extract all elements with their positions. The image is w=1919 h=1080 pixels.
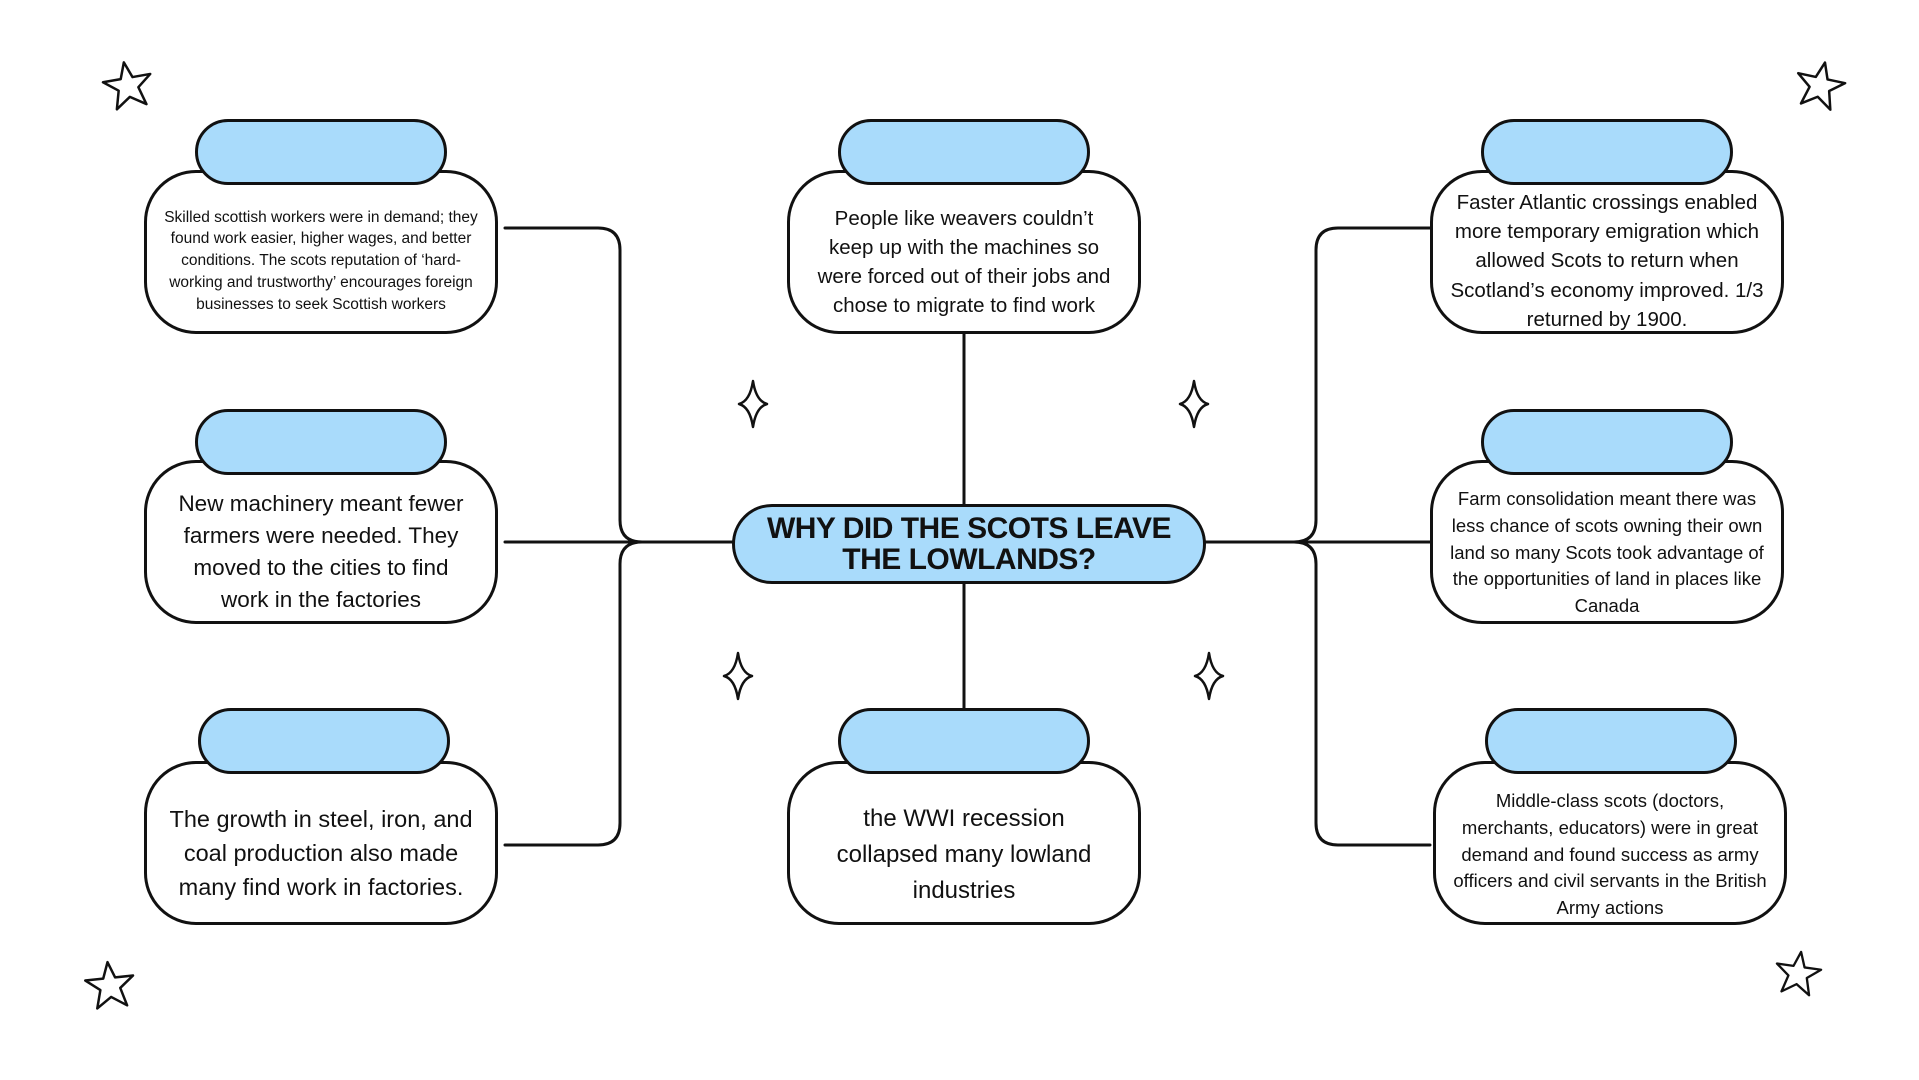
star-outline-icon: [1775, 950, 1823, 997]
card-text-top-right: Faster Atlantic crossings enabled more t…: [1450, 191, 1764, 331]
connector-top-right: [1196, 226, 1432, 544]
sparkle-icon: [1178, 379, 1210, 429]
card-bottom-left: The growth in steel, iron, and coal prod…: [144, 761, 498, 925]
connector-top-left: [503, 226, 742, 544]
card-tab-top-center: [838, 119, 1090, 185]
sparkle-icon: [737, 379, 769, 429]
card-text-middle-right: Farm consolidation meant there was less …: [1450, 487, 1764, 617]
card-text-bottom-center: the WWI recession collapsed many lowland…: [836, 805, 1092, 904]
card-tab-bottom-left: [198, 708, 450, 774]
card-tab-bottom-right: [1485, 708, 1737, 774]
star-outline-icon: [84, 960, 135, 1010]
card-tab-middle-right: [1481, 409, 1733, 475]
card-middle-left: New machinery meant fewer farmers were n…: [144, 460, 498, 624]
card-tab-bottom-center: [838, 708, 1090, 774]
sparkle-icon: [722, 651, 754, 701]
card-top-left: Skilled scottish workers were in demand;…: [144, 170, 498, 334]
card-text-bottom-right: Middle-class scots (doctors, merchants, …: [1453, 789, 1767, 919]
card-middle-right: Farm consolidation meant there was less …: [1430, 460, 1784, 624]
card-bottom-center: the WWI recession collapsed many lowland…: [787, 761, 1141, 925]
card-text-top-left: Skilled scottish workers were in demand;…: [164, 208, 478, 313]
card-tab-top-left: [195, 119, 447, 185]
star-outline-icon: [1796, 61, 1847, 111]
connector-bottom-right: [1196, 540, 1432, 847]
card-text-top-center: People like weavers couldn’t keep up wit…: [817, 206, 1111, 318]
central-question: WHY DID THE SCOTS LEAVE THE LOWLANDS?: [732, 504, 1206, 584]
card-text-middle-left: New machinery meant fewer farmers were n…: [178, 491, 464, 612]
card-top-center: People like weavers couldn’t keep up wit…: [787, 170, 1141, 334]
card-tab-top-right: [1481, 119, 1733, 185]
sparkle-icon: [1193, 651, 1225, 701]
card-top-right: Faster Atlantic crossings enabled more t…: [1430, 170, 1784, 334]
star-outline-icon: [101, 61, 152, 111]
card-bottom-right: Middle-class scots (doctors, merchants, …: [1433, 761, 1787, 925]
connector-bottom-left: [503, 540, 742, 847]
card-text-bottom-left: The growth in steel, iron, and coal prod…: [169, 805, 473, 901]
card-tab-middle-left: [195, 409, 447, 475]
